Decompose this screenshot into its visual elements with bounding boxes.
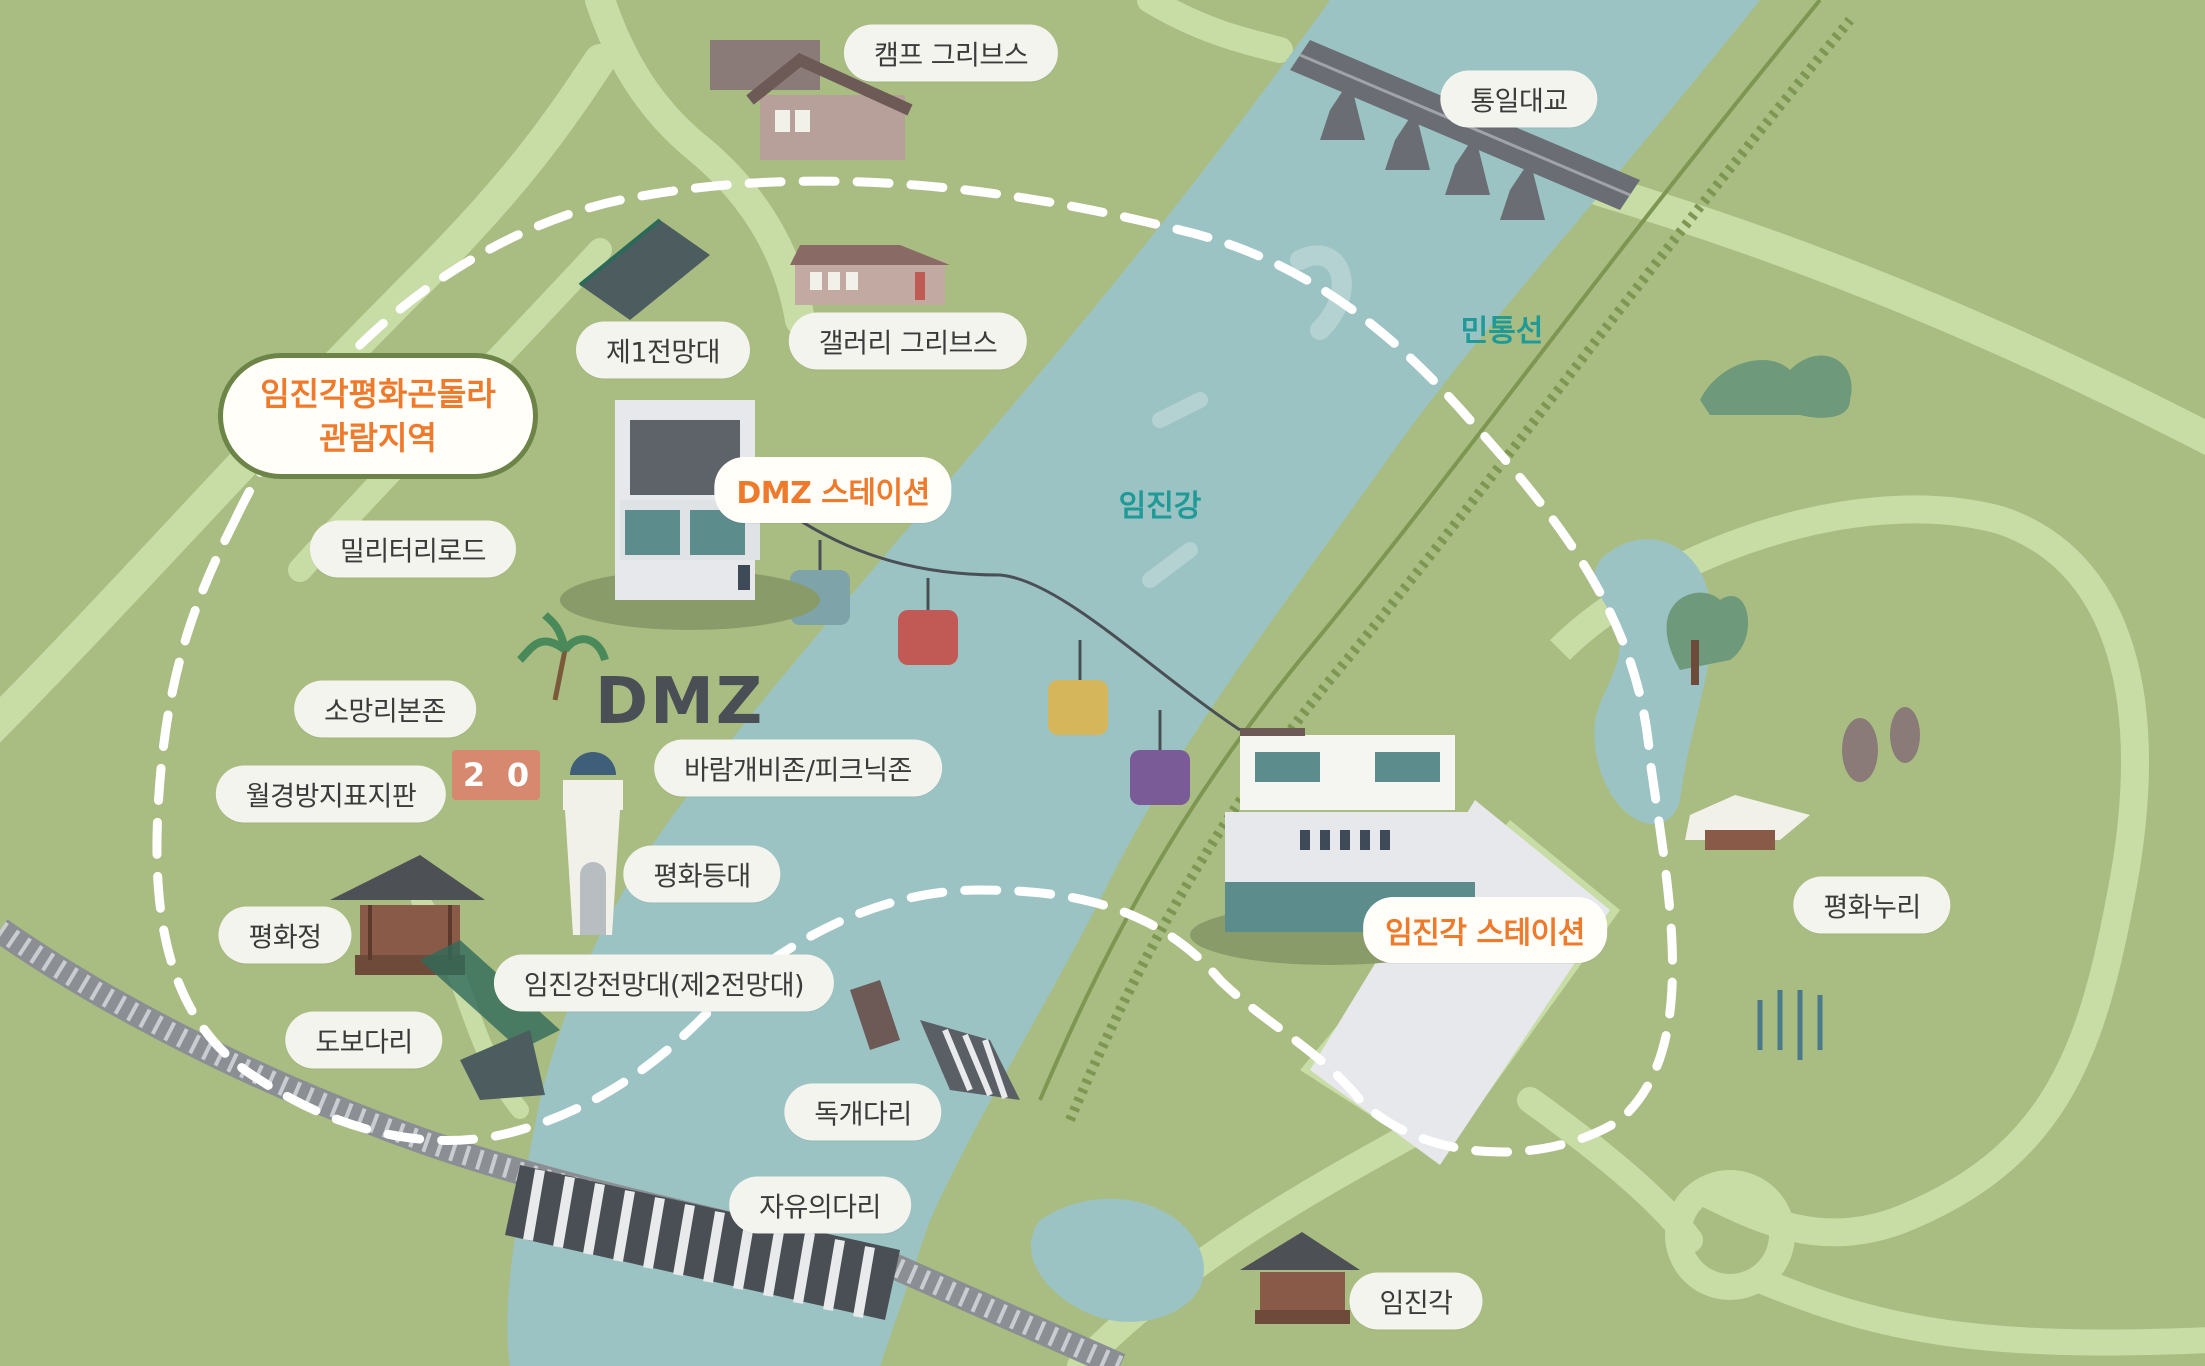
park-loop <box>1550 495 2149 1247</box>
imjingak-station-label[interactable]: 임진각 스테이션 <box>1363 897 1607 963</box>
pyeonghwa-pavilion-label[interactable]: 평화정 <box>218 906 352 964</box>
sign-digit: 2 <box>462 756 486 794</box>
walk-bridge-label[interactable]: 도보다리 <box>285 1011 443 1069</box>
somangri-label[interactable]: 소망리본존 <box>294 680 476 738</box>
tongil-bridge-label[interactable]: 통일대교 <box>1440 70 1598 128</box>
river <box>507 0 1761 1366</box>
gallery-greaves-label[interactable]: 갤러리 그리브스 <box>788 312 1028 370</box>
gondola-cable <box>769 498 1241 732</box>
civilian-fence <box>1065 16 1854 1122</box>
gondola-cabin-red <box>898 578 958 665</box>
gallery-greaves-building <box>790 245 950 305</box>
roundabout <box>1665 1170 1795 1300</box>
freedom-bridge-label[interactable]: 자유의다리 <box>729 1176 911 1234</box>
military-road-label[interactable]: 밀리터리로드 <box>309 520 517 578</box>
observatory-1-label[interactable]: 제1전망대 <box>575 321 751 379</box>
imjingak-pavilion <box>1240 1232 1360 1324</box>
dokgae-bridge <box>850 980 1020 1100</box>
wolgyeong-sign-label[interactable]: 월경방지표지판 <box>215 765 447 823</box>
palm-trees <box>517 612 609 701</box>
pond-south <box>1030 1198 1204 1322</box>
peace-lighthouse-label[interactable]: 평화등대 <box>623 845 781 903</box>
dokgae-bridge-label[interactable]: 독개다리 <box>784 1083 942 1141</box>
imjingak-label[interactable]: 임진각 <box>1349 1272 1483 1330</box>
gondola-cabin-purple <box>1130 710 1190 805</box>
gondola-cabin-yellow <box>1048 640 1108 735</box>
wind-zone-label[interactable]: 바람개비존/피크닉존 <box>654 739 942 797</box>
bush <box>1700 355 1852 418</box>
parking-lot <box>1310 800 1610 1165</box>
civilian-line-label: 민통선 <box>1460 314 1544 349</box>
river-label: 임진강 <box>1118 489 1202 524</box>
area-title-line1: 임진각평화곤돌라 <box>260 375 496 413</box>
wolgyeong-sign-board: 2 0 <box>452 750 540 800</box>
area-title-line2: 관람지역 <box>319 419 437 457</box>
viewing-area-boundary <box>152 176 1677 1157</box>
imjingang-observatory-label[interactable]: 임진강전망대(제2전망대) <box>493 954 835 1012</box>
dmz-letters: DMZ <box>595 665 765 739</box>
peace-nuri-features <box>1666 592 1920 1060</box>
peace-nuri-label[interactable]: 평화누리 <box>1793 876 1951 934</box>
sign-digit: 0 <box>506 756 530 794</box>
area-title: 임진각평화곤돌라 관람지역 <box>218 353 538 479</box>
observatory-1-deck <box>578 218 710 320</box>
walk-bridge <box>420 940 560 1100</box>
peace-lighthouse <box>563 752 623 935</box>
camp-greaves-building <box>710 40 913 160</box>
camp-greaves-label[interactable]: 캠프 그리브스 <box>843 24 1059 82</box>
dmz-station-label[interactable]: DMZ 스테이션 <box>714 457 952 523</box>
